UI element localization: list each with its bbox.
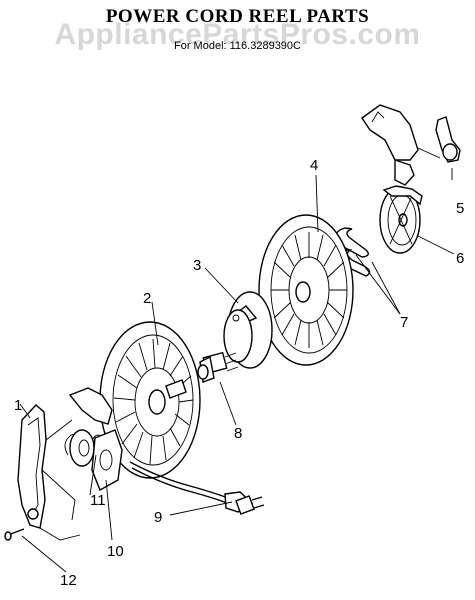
part-5-bracket[interactable] xyxy=(361,104,461,186)
part-8-shaft[interactable] xyxy=(197,351,239,383)
callout-9: 9 xyxy=(154,509,162,526)
part-10-plate[interactable] xyxy=(91,429,123,491)
diagram-title: POWER CORD REEL PARTS xyxy=(105,6,370,27)
callout-7: 7 xyxy=(400,314,408,331)
part-9-power-cord[interactable] xyxy=(129,461,265,515)
diagram-subtitle: For Model: 116.3289390C xyxy=(174,40,301,52)
callout-2: 2 xyxy=(143,290,151,307)
part-4-reel-disk[interactable] xyxy=(258,214,354,366)
callout-12: 12 xyxy=(60,572,77,589)
part-6-pulley[interactable] xyxy=(379,185,423,254)
watermark: AppliancePartsPros.com xyxy=(54,18,421,51)
part-3-drum[interactable] xyxy=(223,291,273,369)
callout-labels: 1 2 3 4 5 6 7 8 9 10 11 12 xyxy=(14,157,464,589)
part-1-bracket[interactable] xyxy=(17,387,113,541)
callout-11: 11 xyxy=(90,492,106,509)
part-12-screw[interactable] xyxy=(4,528,25,541)
callout-3: 3 xyxy=(193,257,201,274)
callout-5: 5 xyxy=(456,200,464,217)
callout-1: 1 xyxy=(14,397,22,414)
callout-4: 4 xyxy=(310,157,318,174)
callout-6: 6 xyxy=(456,250,464,267)
callout-10: 10 xyxy=(107,543,124,560)
callout-8: 8 xyxy=(234,425,242,442)
leader-lines xyxy=(19,168,455,573)
